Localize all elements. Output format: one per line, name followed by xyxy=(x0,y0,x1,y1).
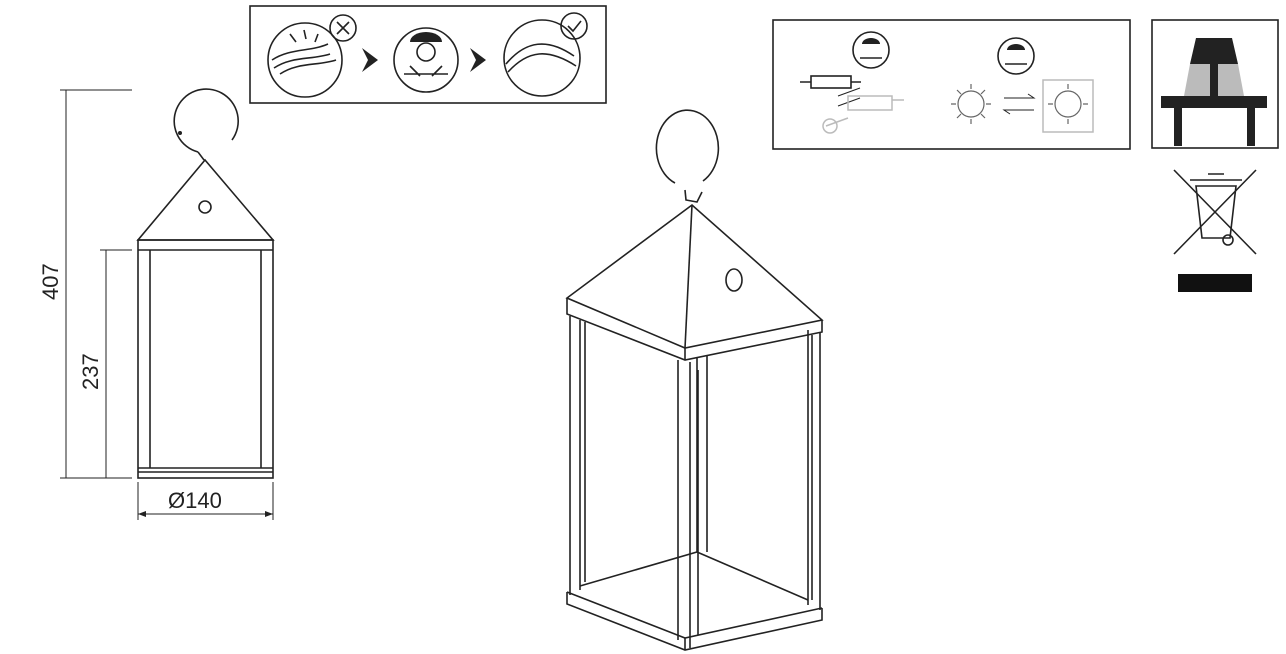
crossed-out-bin-icon xyxy=(1173,169,1257,292)
driver-replace-icon xyxy=(800,31,904,134)
intact-cable-icon xyxy=(503,12,588,97)
light-source-replace-icon xyxy=(951,79,1094,133)
total-height-label: 407 xyxy=(38,263,63,300)
dimension-lines xyxy=(60,89,274,520)
technician-icon xyxy=(393,27,459,93)
body-height-label: 237 xyxy=(78,353,103,390)
damaged-cable-icon xyxy=(267,14,357,98)
table-lamp-icon xyxy=(1151,19,1279,149)
chevron-right-icon xyxy=(470,48,486,72)
replacement-panel xyxy=(772,19,1131,150)
wiring-warning-panel xyxy=(249,5,607,104)
lantern-perspective-view xyxy=(565,109,824,651)
lantern-front-view xyxy=(136,88,275,479)
diameter-label: Ø140 xyxy=(168,488,222,513)
technician-icon xyxy=(997,37,1035,75)
chevron-right-icon xyxy=(362,48,378,72)
